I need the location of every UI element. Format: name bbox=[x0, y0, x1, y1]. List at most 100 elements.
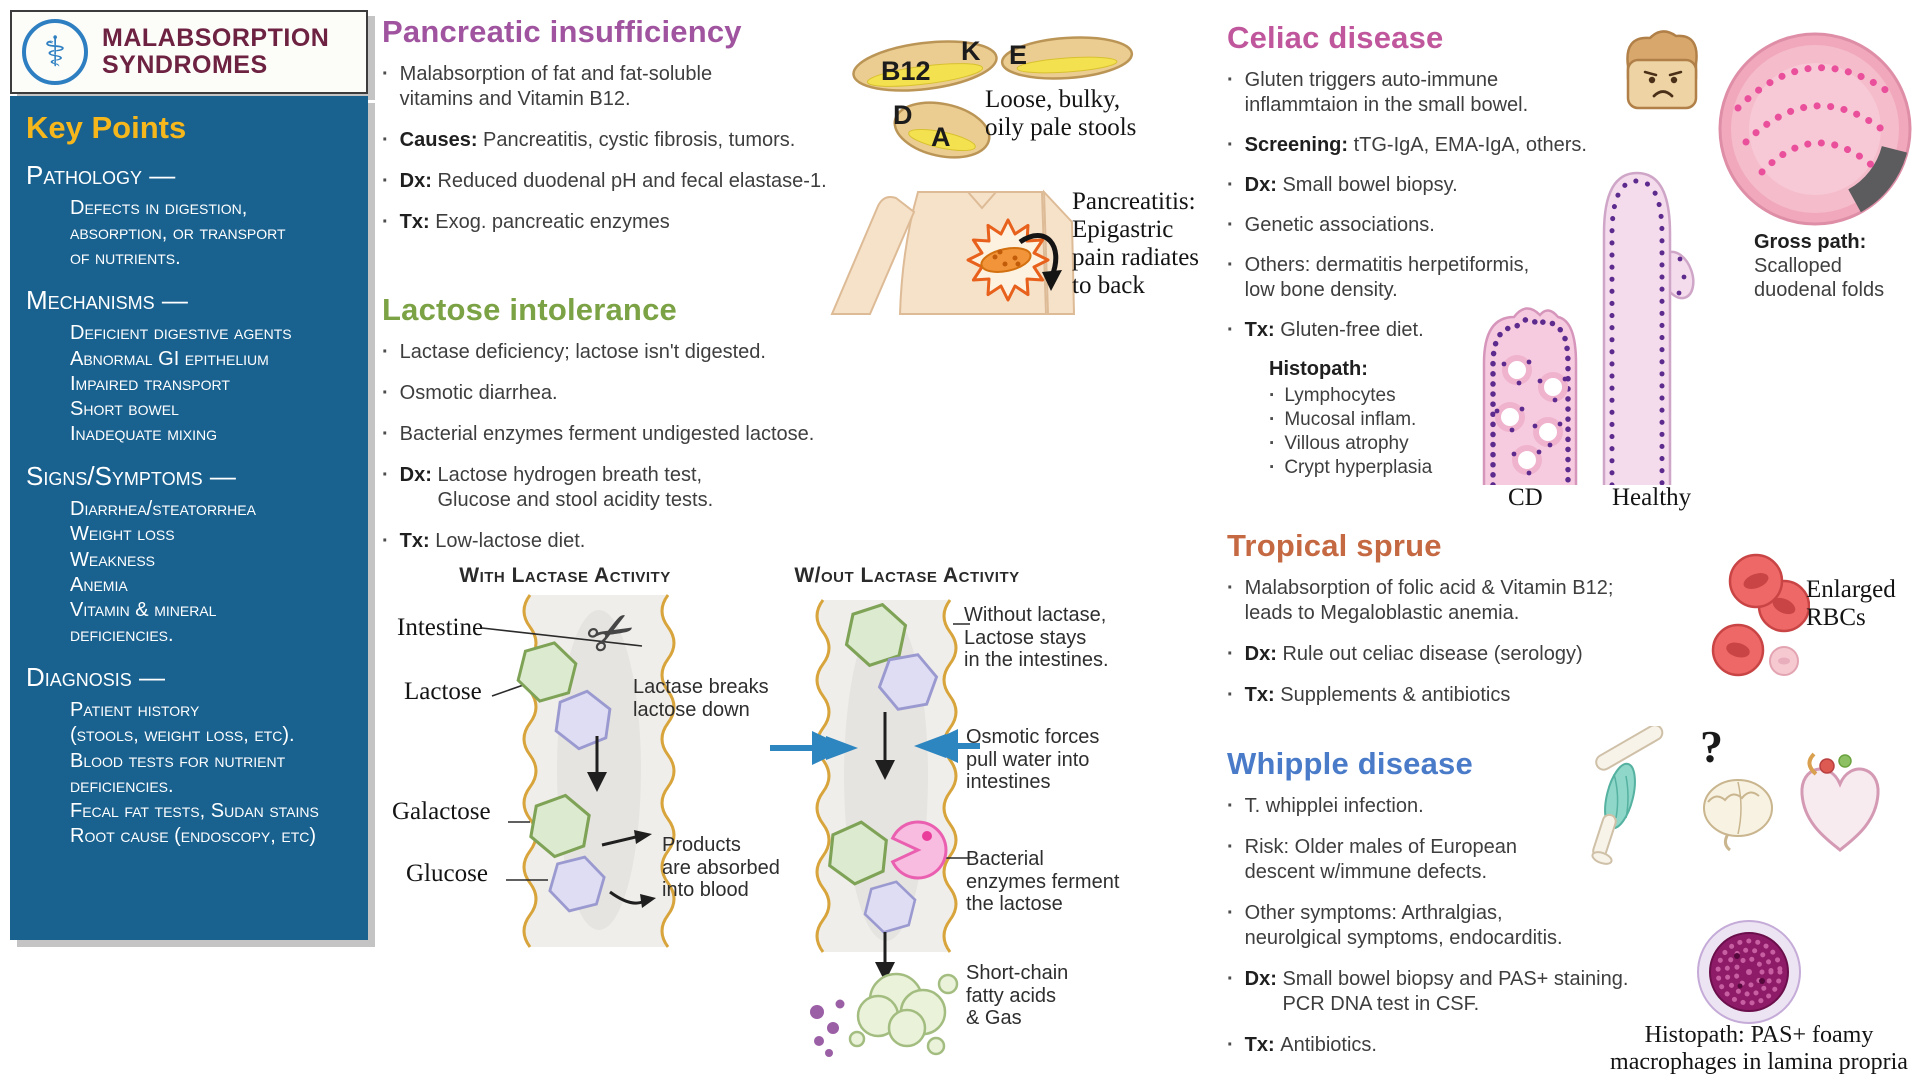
histopath-item: Villous atrophy bbox=[1269, 433, 1622, 455]
bullet-item: Tx: Gluten-free diet. bbox=[1227, 318, 1622, 343]
galactose-label: Galactose bbox=[392, 798, 491, 825]
sad-bread-icon bbox=[1626, 30, 1698, 110]
short-chain-annotation: Short-chain fatty acids & Gas bbox=[966, 962, 1069, 1030]
healthy-label: Healthy bbox=[1612, 484, 1692, 511]
fat-soluble-vitamins-pancreas-icon: B12 K E D A bbox=[852, 36, 1134, 159]
gas-cloud-icon bbox=[848, 972, 959, 1056]
section-pancreatic-insufficiency: Pancreatic insufficiency Malabsorption o… bbox=[382, 14, 852, 251]
section-celiac-disease: Celiac disease Gluten triggers auto-immu… bbox=[1227, 20, 1622, 481]
whipple-histopath-caption: Histopath: PAS+ foamy macrophages in lam… bbox=[1610, 1022, 1908, 1075]
sidebar-section-diagnosis: Diagnosis — Patient history (stools, wei… bbox=[26, 662, 352, 849]
sidebar-section-signs: Signs/Symptoms — Diarrhea/steatorrhea We… bbox=[26, 461, 352, 648]
without-lactase-annotation: Without lactase, Lactose stays in the in… bbox=[964, 604, 1109, 672]
section-item: Abnormal GI epithelium bbox=[70, 347, 269, 370]
cd-villus-icon bbox=[1482, 307, 1578, 485]
key-points-heading: Key Points bbox=[26, 110, 187, 145]
lactase-diagram-illustration bbox=[481, 560, 980, 1057]
section-item: Weakness bbox=[70, 548, 156, 571]
villi-histology-icon bbox=[1482, 171, 1695, 485]
rbc-caption: Enlarged RBCs bbox=[1806, 576, 1896, 631]
bullet-item: Tx: Exog. pancreatic enzymes bbox=[382, 210, 852, 235]
histopath-item: Crypt hyperplasia bbox=[1269, 457, 1622, 479]
bullet-item: Tx: Supplements & antibiotics bbox=[1227, 683, 1667, 708]
enlarged-rbc-icon bbox=[1711, 553, 1810, 677]
section-title: Whipple disease bbox=[1227, 746, 1473, 781]
histopath-item: Lymphocytes bbox=[1269, 385, 1622, 407]
bullet-item: Osmotic diarrhea. bbox=[382, 381, 872, 406]
bullet-item: Tx: Antibiotics. bbox=[1227, 1033, 1657, 1058]
gross-path-text: Scalloped duodenal folds bbox=[1754, 255, 1885, 301]
histopath-label: Histopath: bbox=[1269, 358, 1368, 380]
section-item: Impaired transport bbox=[70, 372, 230, 395]
bullet-item: Bacterial enzymes ferment undigested lac… bbox=[382, 422, 872, 447]
products-annotation: Products are absorbed into blood bbox=[662, 834, 780, 902]
osmotic-annotation: Osmotic forces pull water into intestine… bbox=[966, 726, 1100, 794]
stool-caption: Loose, bulky, oily pale stools bbox=[985, 86, 1137, 141]
section-heading: Signs/Symptoms — bbox=[26, 461, 236, 492]
bullet-item: Causes: Pancreatitis, cystic fibrosis, t… bbox=[382, 128, 852, 153]
sidebar-section-pathology: Pathology — Defects in digestion, absorp… bbox=[26, 160, 352, 271]
section-item: Inadequate mixing bbox=[70, 423, 217, 446]
section-title: Lactose intolerance bbox=[382, 292, 677, 327]
bullet-item: Dx: Small bowel biopsy and PAS+ staining… bbox=[1227, 967, 1657, 1017]
section-item: Vitamin & mineral deficiencies. bbox=[70, 598, 217, 647]
section-item: Short bowel bbox=[70, 397, 179, 420]
without-lactase-title: W/out Lactase Activity bbox=[794, 564, 1020, 587]
bullet-item: Other symptoms: Arthralgias, neurolgical… bbox=[1227, 901, 1657, 951]
section-item: Defects in digestion, absorption, or tra… bbox=[70, 196, 286, 270]
section-heading: Mechanisms — bbox=[26, 285, 188, 316]
bullet-item: Malabsorption of fat and fat-soluble vit… bbox=[382, 62, 852, 112]
section-item: Root cause (endoscopy, etc) bbox=[70, 825, 317, 848]
vitamin-label: E bbox=[1009, 40, 1027, 70]
gas-dots-icon bbox=[810, 999, 845, 1057]
section-heading: Pathology — bbox=[26, 160, 176, 190]
caduceus-icon: ⚕ bbox=[22, 19, 88, 85]
section-title: Celiac disease bbox=[1227, 20, 1444, 55]
gross-path-label: Gross path: bbox=[1754, 231, 1867, 253]
section-item: Fecal fat tests, Sudan stains bbox=[70, 799, 319, 822]
section-item: Patient history (stools, weight loss, et… bbox=[70, 699, 295, 747]
sidebar-section-mechanisms: Mechanisms — Deficient digestive agents … bbox=[26, 286, 352, 447]
vitamin-label: D bbox=[893, 100, 913, 130]
lactase-breaks-annotation: Lactase breaks lactose down bbox=[633, 676, 769, 721]
foamy-macrophage-icon bbox=[1697, 920, 1801, 1024]
title-line: SYNDROMES bbox=[102, 51, 268, 79]
key-points-panel: Key Points Pathology — Defects in digest… bbox=[10, 96, 368, 940]
whipple-symptoms-icons bbox=[1591, 726, 1880, 865]
question-mark-label: ? bbox=[1700, 721, 1723, 772]
vitamin-label: B12 bbox=[881, 56, 931, 86]
section-title: Pancreatic insufficiency bbox=[382, 14, 742, 49]
joint-arthralgia-icon bbox=[1591, 726, 1664, 865]
vitamin-label: K bbox=[961, 36, 981, 66]
intestine-label: Intestine bbox=[397, 614, 484, 641]
section-lactose-intolerance: Lactose intolerance Lactase deficiency; … bbox=[382, 292, 872, 570]
title-line: MALABSORPTION bbox=[102, 24, 330, 52]
bullet-item: Genetic associations. bbox=[1227, 213, 1622, 238]
brain-icon bbox=[1703, 779, 1773, 852]
section-whipple-disease: Whipple disease T. whipplei infection. R… bbox=[1227, 746, 1657, 1074]
bullet-item: Dx: Lactose hydrogen breath test, Glucos… bbox=[382, 463, 872, 513]
endoscopy-scalloped-folds-icon bbox=[1718, 32, 1912, 226]
bullet-item: T. whipplei infection. bbox=[1227, 794, 1657, 819]
glucose-label: Glucose bbox=[406, 860, 488, 887]
heart-endocarditis-icon bbox=[1800, 752, 1880, 852]
intestine-pointer-line bbox=[481, 627, 643, 647]
bullet-item: Tx: Low-lactose diet. bbox=[382, 529, 872, 554]
gross-path-caption: Gross path: Scalloped duodenal folds bbox=[1754, 230, 1920, 302]
bullet-item: Dx: Reduced duodenal pH and fecal elasta… bbox=[382, 169, 852, 194]
pancreatitis-caption: Pancreatitis: Epigastric pain radiates t… bbox=[1072, 188, 1200, 299]
bullet-item: Screening: tTG-IgA, EMA-IgA, others. bbox=[1227, 133, 1622, 158]
vitamin-label: A bbox=[931, 122, 951, 152]
cd-label: CD bbox=[1508, 484, 1543, 511]
section-heading: Diagnosis — bbox=[26, 662, 166, 693]
histopath-item: Mucosal inflam. bbox=[1269, 409, 1622, 431]
section-item: Anemia bbox=[70, 573, 128, 596]
bullet-item: Malabsorption of folic acid & Vitamin B1… bbox=[1227, 576, 1667, 626]
with-lactase-title: With Lactase Activity bbox=[459, 564, 671, 587]
section-tropical-sprue: Tropical sprue Malabsorption of folic ac… bbox=[1227, 528, 1667, 724]
healthy-villus-icon bbox=[1602, 171, 1695, 485]
bacterial-annotation: Bacterial enzymes ferment the lactose bbox=[966, 848, 1120, 916]
bullet-item: Risk: Older males of European descent w/… bbox=[1227, 835, 1657, 885]
bullet-item: Lactase deficiency; lactose isn't digest… bbox=[382, 340, 872, 365]
